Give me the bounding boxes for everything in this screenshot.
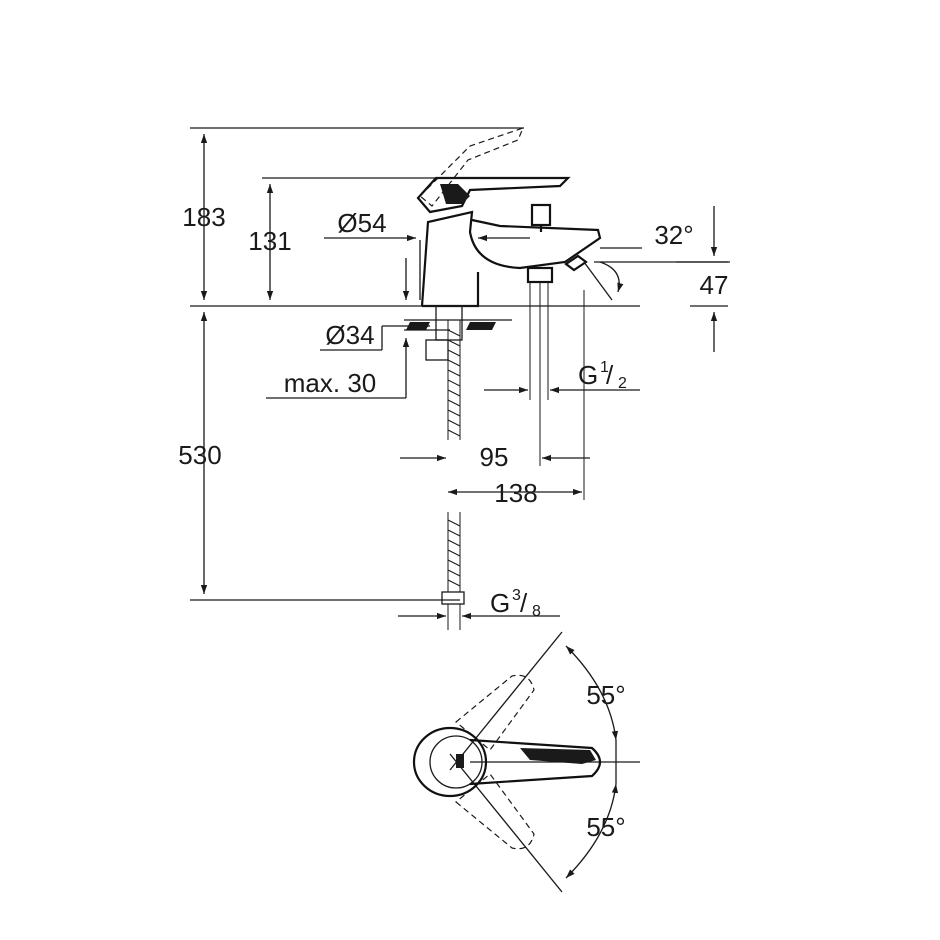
label-47: 47 [700, 270, 729, 300]
label-32deg: 32° [654, 220, 693, 250]
svg-text:G: G [490, 588, 510, 618]
braided-hose-lower [447, 512, 461, 592]
label-530: 530 [178, 440, 221, 470]
faucet-body [420, 210, 602, 307]
svg-text:3: 3 [512, 587, 521, 604]
faucet-handle [416, 176, 571, 214]
label-95: 95 [480, 442, 509, 472]
label-max30: max. 30 [284, 368, 377, 398]
spout-outlet [564, 254, 588, 272]
handle-shading [440, 184, 470, 204]
label-d54: Ø54 [337, 208, 386, 238]
lever-raised-outline [419, 127, 525, 207]
braided-hose-upper [447, 320, 461, 440]
svg-text:2: 2 [618, 375, 627, 392]
svg-text:8: 8 [532, 603, 541, 620]
label-138: 138 [494, 478, 537, 508]
svg-text:G: G [578, 360, 598, 390]
svg-text:/: / [606, 360, 614, 390]
label-g-three-eighths: G 3 / 8 [490, 587, 541, 620]
diverter-knob [530, 203, 552, 227]
label-183: 183 [182, 202, 225, 232]
handle-top [469, 738, 602, 786]
label-55deg-up: 55° [586, 680, 625, 710]
handle-rotated-down [455, 773, 535, 850]
mounting-nut [425, 339, 449, 361]
faucet-top-view [412, 631, 640, 893]
body-circle [412, 726, 488, 798]
handle-rotated-up [455, 674, 535, 751]
svg-text:1: 1 [600, 359, 609, 376]
label-g-half: G 1 / 2 [578, 359, 627, 392]
label-131: 131 [248, 226, 291, 256]
dimension-labels: 183 131 Ø54 Ø34 max. 30 530 32° 47 95 13… [178, 202, 728, 842]
label-d34: Ø34 [325, 320, 374, 350]
shower-outlet [526, 266, 554, 284]
svg-text:/: / [520, 588, 528, 618]
indicator-mark [456, 754, 464, 768]
label-55deg-down: 55° [586, 812, 625, 842]
dimension-lines [190, 127, 730, 620]
faucet-body-left [422, 272, 480, 308]
faucet-side-view [404, 127, 602, 630]
hose-connector [441, 591, 465, 605]
